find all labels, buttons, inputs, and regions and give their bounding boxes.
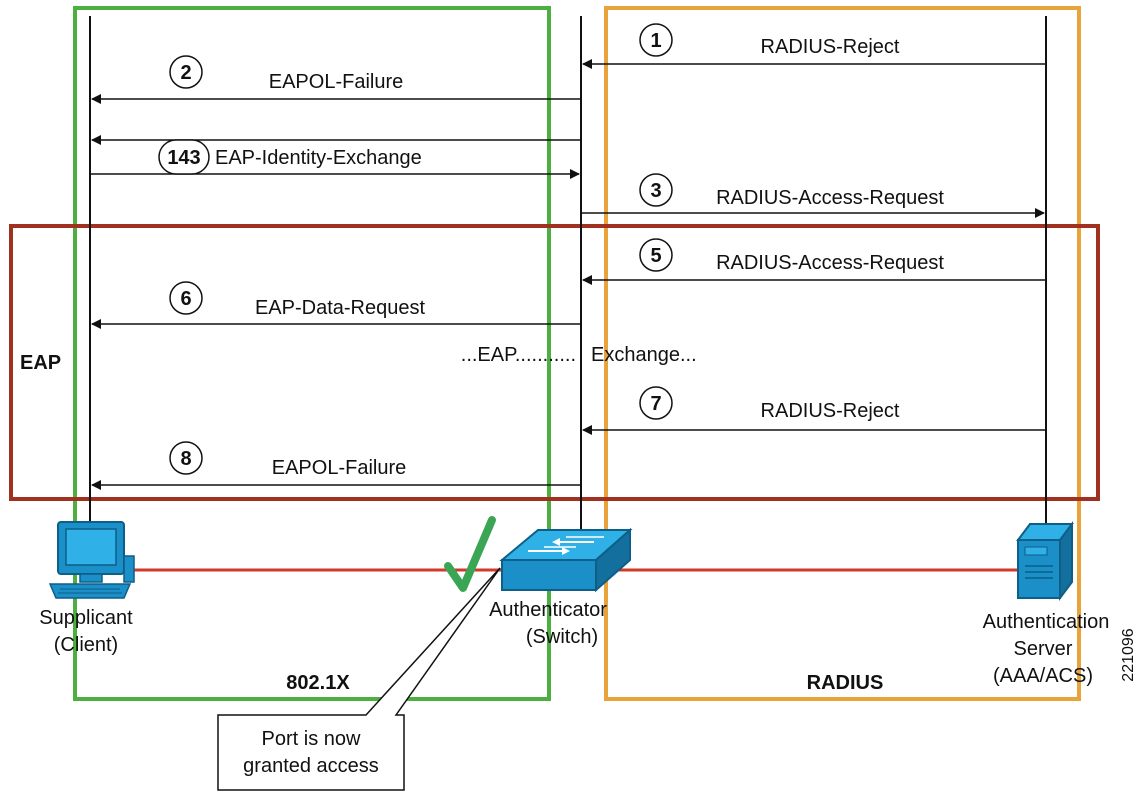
callout-line-2: granted access (243, 755, 379, 777)
step-badge-5: 5 (639, 238, 673, 272)
message-label-7: RADIUS-Reject (761, 400, 900, 422)
authenticator-sublabel: (Switch) (526, 626, 598, 648)
message-label-143: EAP-Identity-Exchange (215, 147, 422, 169)
server-label: Authentication (983, 611, 1110, 633)
svg-text:3: 3 (650, 180, 661, 202)
step-badge-3: 3 (639, 173, 673, 207)
check-icon (444, 516, 496, 592)
step-badge-2: 2 (169, 55, 203, 89)
radius-region-box (604, 6, 1081, 701)
message-label-6: EAP-Data-Request (255, 297, 426, 319)
eap-exchange-label-left: ...EAP........... (461, 344, 576, 366)
server-icon (1016, 521, 1074, 601)
dot1x-region-box (73, 6, 551, 701)
message-label-5: RADIUS-Access-Request (716, 252, 944, 274)
authenticator-label: Authenticator (489, 599, 607, 621)
svg-text:7: 7 (650, 393, 661, 415)
radius-region-label: RADIUS (807, 672, 884, 694)
server-sublabel: Server (1014, 638, 1073, 660)
eap-region-box (9, 224, 1100, 501)
callout-line-1: Port is now (262, 728, 361, 750)
switch-icon (499, 527, 633, 593)
computer-icon (48, 521, 135, 599)
message-label-3: RADIUS-Access-Request (716, 187, 944, 209)
step-badge-8: 8 (169, 441, 203, 475)
message-label-1: RADIUS-Reject (761, 36, 900, 58)
message-label-2: EAPOL-Failure (269, 71, 404, 93)
step-badge-143: 143 (158, 139, 210, 175)
supplicant-label: Supplicant (39, 607, 133, 629)
port-granted-callout: Port is now granted access (217, 567, 501, 791)
figure-id: 221096 (1120, 628, 1137, 681)
dot1x-region-label: 802.1X (286, 672, 350, 694)
svg-text:5: 5 (650, 245, 661, 267)
svg-text:8: 8 (180, 448, 191, 470)
svg-text:143: 143 (167, 147, 200, 169)
server-sublabel-aaa: (AAA/ACS) (993, 665, 1093, 687)
svg-text:6: 6 (180, 288, 191, 310)
step-badge-7: 7 (639, 386, 673, 420)
step-badge-1: 1 (639, 23, 673, 57)
message-label-8: EAPOL-Failure (272, 457, 407, 479)
svg-text:1: 1 (650, 30, 661, 52)
supplicant-sublabel: (Client) (54, 634, 118, 656)
step-badge-6: 6 (169, 281, 203, 315)
eap-exchange-label-right: Exchange... (591, 344, 697, 366)
eap-region-label: EAP (20, 352, 61, 374)
svg-text:2: 2 (180, 62, 191, 84)
